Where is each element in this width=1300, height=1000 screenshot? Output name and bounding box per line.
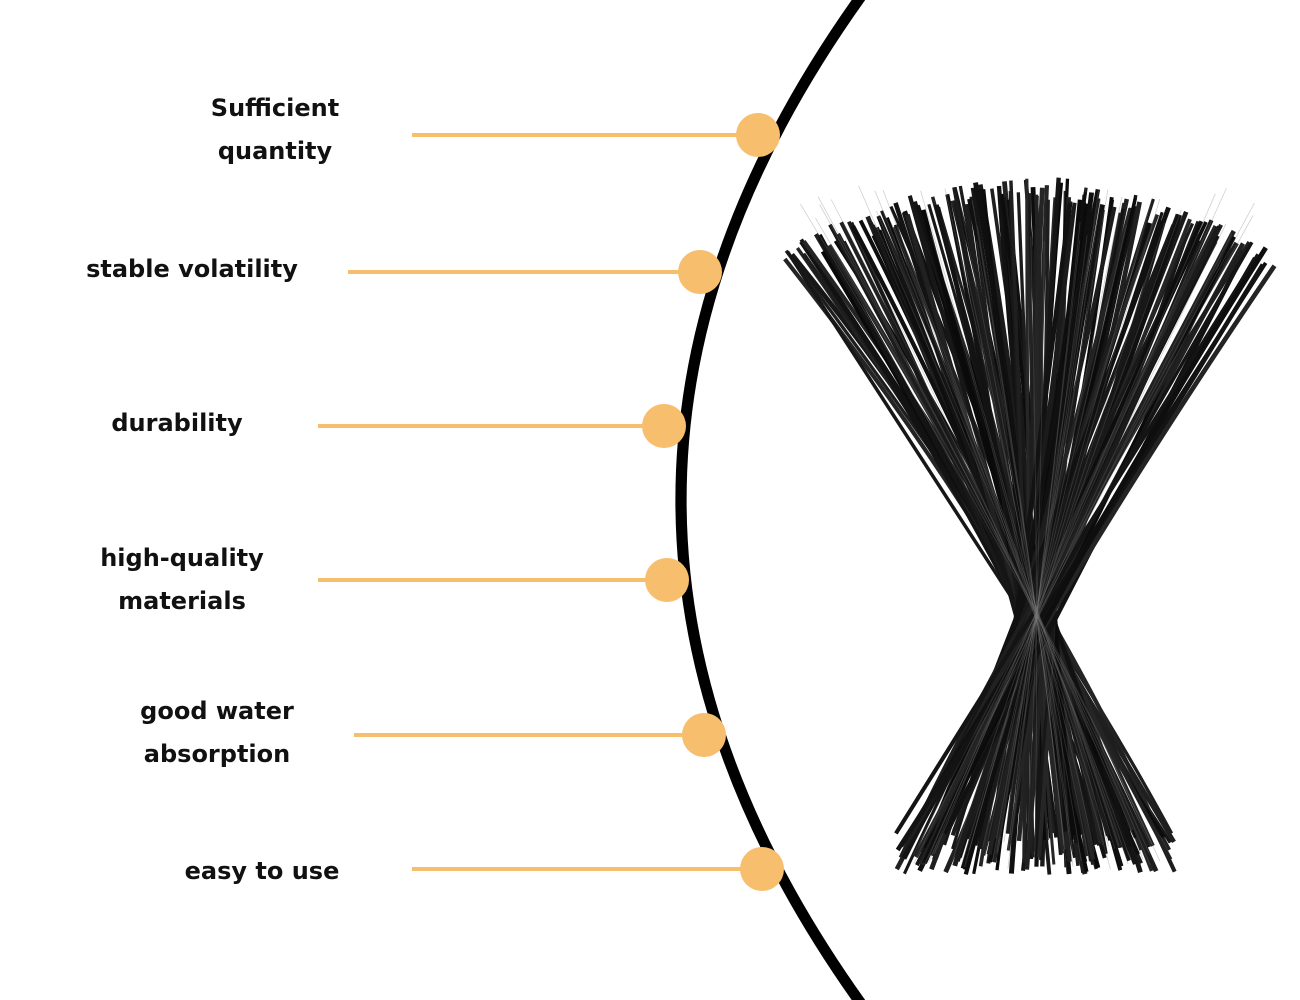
reed-highlight	[992, 189, 1109, 861]
reed-stick	[894, 253, 1260, 835]
reed-highlight	[960, 204, 1074, 854]
reed-sticks-bundle	[783, 177, 1277, 875]
feature-label-easy-to-use: easy to use	[184, 857, 340, 885]
reed-highlight	[858, 185, 1129, 865]
reed-highlight	[924, 233, 1233, 864]
reed-highlight	[997, 190, 1099, 854]
reed-highlight	[857, 239, 1130, 856]
connector-dot-stable-volatility	[678, 250, 722, 294]
reed-highlight	[996, 199, 1101, 853]
reed-stick	[898, 250, 1245, 859]
reed-highlight	[982, 224, 1127, 848]
feature-label-good-water-absorption: good water absorption	[140, 697, 294, 768]
reed-stick	[913, 264, 1277, 859]
connector-dot-durability	[642, 404, 686, 448]
reed-highlight	[1003, 235, 1088, 843]
reed-highlight	[894, 227, 1109, 847]
reed-highlight	[817, 196, 1151, 866]
reed-highlight	[815, 217, 1152, 844]
reed-highlight	[927, 187, 1227, 859]
reed-highlight	[876, 210, 1119, 847]
reed-highlight	[929, 230, 1090, 862]
reed-highlight	[964, 198, 1161, 868]
reed-highlight	[890, 222, 1111, 870]
connector-dot-easy-to-use	[740, 847, 784, 891]
reed-highlight	[799, 203, 1161, 862]
reed-highlight	[961, 222, 1166, 865]
reed-highlight	[968, 202, 1152, 851]
reed-highlight	[874, 190, 1120, 847]
reed-highlight	[830, 199, 1144, 860]
connector-dot-high-quality-materials	[645, 558, 689, 602]
reed-highlight	[1007, 222, 1081, 852]
reed-highlight	[882, 189, 1116, 849]
reed-highlight	[912, 202, 1255, 856]
reed-stick	[901, 241, 1254, 859]
connector-dot-good-water-absorption	[682, 713, 726, 757]
reed-stick	[922, 246, 1268, 865]
reed-highlight	[944, 188, 1082, 861]
feature-label-stable-volatility: stable volatility	[86, 255, 298, 283]
feature-connectors	[318, 113, 784, 891]
reed-highlight	[952, 209, 1182, 860]
reed-highlight	[959, 241, 1074, 867]
feature-label-high-quality-materials: high-quality materials	[100, 544, 264, 615]
reed-highlight	[933, 193, 1216, 854]
reed-highlight	[971, 200, 1067, 869]
reed-highlight	[1030, 236, 1037, 866]
connector-dot-sufficient-quantity	[736, 113, 780, 157]
reed-highlight	[928, 224, 1227, 863]
feature-label-sufficient-quantity: Sufficient quantity	[210, 94, 340, 165]
reed-highlight	[977, 225, 1064, 846]
reed-highlight	[920, 190, 1095, 853]
reed-stick	[942, 252, 1246, 835]
feature-label-durability: durability	[111, 409, 243, 437]
reed-highlight	[913, 215, 1254, 864]
reed-highlight	[819, 204, 1150, 855]
reed-highlight	[976, 241, 1065, 844]
reed-highlight	[1026, 241, 1045, 841]
reed-highlight	[984, 196, 1123, 855]
